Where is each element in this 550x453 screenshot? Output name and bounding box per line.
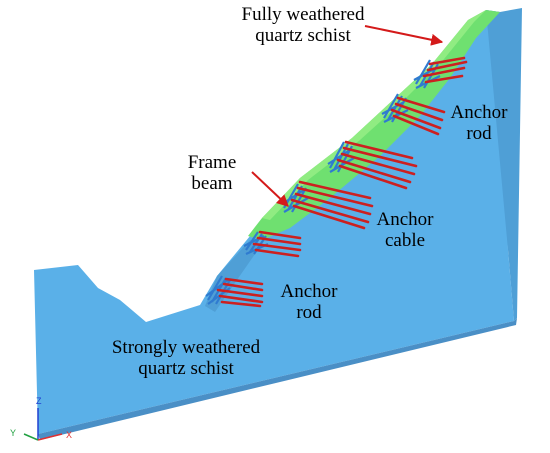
axis-x-line <box>37 433 63 441</box>
label-strongly-weathered-quartz-schist: Strongly weathered quartz schist <box>98 337 274 379</box>
label-anchor-rod-upper: Anchor rod <box>444 102 514 144</box>
frame-beam-grid-6 <box>413 59 441 89</box>
axis-x-label: X <box>66 430 72 440</box>
anchor-group <box>216 56 468 308</box>
label-anchor-cable-line1: Anchor <box>376 209 434 230</box>
label-fully-weathered-line1: Fully weathered <box>241 4 365 25</box>
label-frame-beam-line2: beam <box>191 173 233 194</box>
arrow-fully-weathered <box>364 25 444 46</box>
label-anchor-rod-lower-line1: Anchor <box>280 281 338 302</box>
anchor-rods-second <box>252 230 302 258</box>
rock-mass-right-face <box>486 8 522 321</box>
frame-beam-grid-5 <box>381 93 409 123</box>
label-anchor-rod-upper-line2: rod <box>466 123 492 144</box>
frame-beam-grid-3 <box>281 183 309 213</box>
arrow-frame-beam <box>251 171 289 207</box>
axis-z-label: Z <box>36 396 42 406</box>
axis-triad: Z Y X <box>10 396 72 441</box>
label-anchor-rod-lower-line2: rod <box>296 302 322 323</box>
label-strongly-weathered-line1: Strongly weathered <box>111 337 261 358</box>
slope-face-shadow <box>205 240 262 312</box>
anchor-cables <box>290 180 374 230</box>
rock-mass-bottom-edge <box>38 318 517 440</box>
label-anchor-rod-lower: Anchor rod <box>274 281 344 323</box>
anchor-cables-upper <box>336 140 418 190</box>
anchor-rods-lower <box>216 277 264 308</box>
label-frame-beam: Frame beam <box>180 152 244 194</box>
axis-y-label: Y <box>10 428 16 438</box>
weathered-layer-top-strip <box>262 10 486 220</box>
frame-beam-grid-4 <box>327 141 355 173</box>
label-anchor-cable: Anchor cable <box>370 209 440 251</box>
anchor-rods-top <box>422 56 468 84</box>
axis-y-line <box>23 433 39 441</box>
label-strongly-weathered-line2: quartz schist <box>138 358 234 379</box>
anchor-rods-upper <box>390 96 446 136</box>
label-anchor-rod-upper-line1: Anchor <box>450 102 508 123</box>
label-anchor-cable-line2: cable <box>384 230 426 251</box>
frame-beam-group <box>205 59 441 305</box>
label-fully-weathered-line2: quartz schist <box>255 25 351 46</box>
label-fully-weathered-quartz-schist: Fully weathered quartz schist <box>232 4 374 46</box>
label-frame-beam-line1: Frame <box>187 152 237 173</box>
